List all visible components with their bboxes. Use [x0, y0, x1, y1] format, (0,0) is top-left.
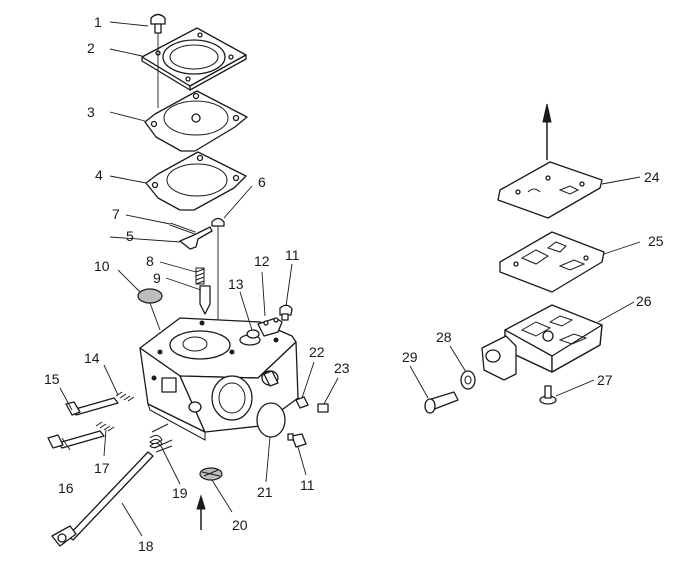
callout-22: 22: [309, 344, 325, 360]
callout-6: 6: [258, 174, 266, 190]
callout-28: 28: [436, 329, 452, 345]
screw-part: [424, 391, 459, 414]
callout-12: 12: [254, 253, 270, 269]
callout-1: 1: [94, 14, 102, 30]
leader-lines: [59, 21, 641, 537]
callout-5: 5: [126, 228, 134, 244]
mixture-screw-part: [47, 421, 115, 449]
callout-11-bottom: 11: [300, 477, 315, 493]
up-arrow-icon: [196, 494, 206, 530]
callout-18: 18: [138, 538, 154, 554]
filter-screen-part: [199, 467, 223, 481]
throttle-plate-part: [256, 402, 286, 438]
screw-part: [539, 385, 557, 405]
cover-plate-part: [497, 161, 603, 219]
callout-24: 24: [644, 169, 660, 185]
callout-7: 7: [112, 206, 120, 222]
pump-diaphragm-part: [144, 90, 248, 152]
callout-17: 17: [94, 460, 110, 476]
throttle-spring-part: [149, 423, 173, 453]
callout-23: 23: [334, 360, 350, 376]
callout-21: 21: [257, 484, 273, 500]
callout-3: 3: [87, 104, 95, 120]
callout-2: 2: [87, 40, 95, 56]
inlet-needle-part: [199, 285, 211, 315]
spring-part: [195, 267, 205, 285]
pump-cover-part: [141, 27, 247, 91]
callout-20: 20: [232, 517, 248, 533]
callout-19: 19: [172, 485, 188, 501]
screw-part: [287, 433, 307, 448]
mixture-screw-part: [65, 391, 135, 416]
callout-8: 8: [146, 253, 154, 269]
callout-4: 4: [95, 167, 103, 183]
callout-11-top: 11: [285, 247, 300, 263]
fitting-part: [263, 370, 309, 409]
screw-part: [279, 304, 293, 321]
callout-29: 29: [402, 349, 418, 365]
callout-26: 26: [636, 293, 652, 309]
plug-part: [317, 403, 329, 413]
callout-25: 25: [648, 233, 664, 249]
gasket-part: [145, 151, 247, 211]
fuel-fitting-part: [246, 317, 283, 339]
spring-part: [460, 370, 476, 390]
screw-part: [211, 217, 225, 227]
screw-part: [150, 13, 166, 34]
plug-disc-part: [137, 288, 163, 304]
callout-labels: 1 2 3 4 5 6 7 8 9 10 11 11 12 13 14 15 1…: [44, 14, 664, 554]
up-arrow-icon: [542, 103, 552, 160]
pump-body-part: [481, 304, 603, 381]
metering-lever-part: [179, 226, 213, 250]
throttle-shaft-part: [51, 451, 154, 547]
callout-16: 16: [58, 480, 74, 496]
callout-10: 10: [94, 258, 110, 274]
callout-15: 15: [44, 371, 60, 387]
callout-27: 27: [597, 372, 613, 388]
gasket-part: [499, 231, 605, 293]
callout-13: 13: [228, 276, 244, 292]
callout-9: 9: [153, 270, 161, 286]
callout-14: 14: [84, 350, 100, 366]
